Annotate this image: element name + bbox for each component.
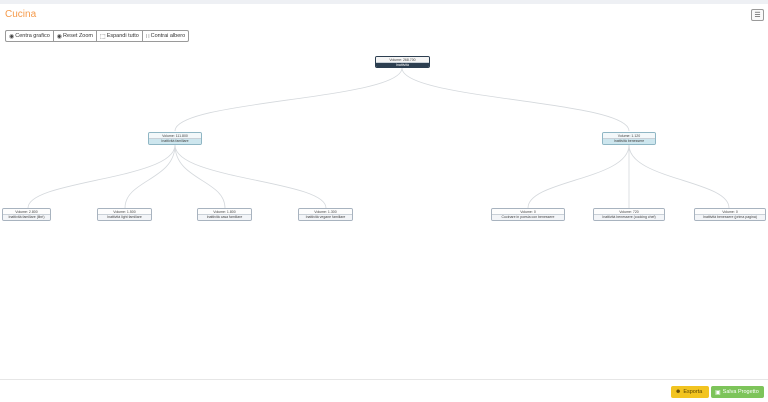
node-volume: Volume: 720: [594, 209, 664, 215]
node-name: Inattività familiare: [149, 139, 201, 144]
tree-node[interactable]: Volume: 1.120 Inattività benessere: [602, 132, 656, 145]
save-icon: ▣: [715, 389, 721, 396]
menu-button[interactable]: ☰: [751, 9, 764, 21]
node-name: Inattività benessere: [603, 139, 655, 144]
node-name: Inattività casa familiare: [198, 215, 251, 220]
hamburger-icon: ☰: [754, 11, 761, 19]
node-name: Inattività familiare (libri): [3, 215, 50, 220]
refresh-icon: ◉: [56, 33, 63, 40]
node-name: Inattività light familiare: [98, 215, 151, 220]
tree-node[interactable]: Volume: 2.800 Inattività familiare (libr…: [2, 208, 51, 221]
tree-node[interactable]: Volume: 0 Cucinare in poesia con benesse…: [491, 208, 565, 221]
node-volume: Volume: 0: [695, 209, 765, 215]
reset-zoom-button[interactable]: ◉ Reset Zoom: [54, 31, 98, 41]
user-icon: ☻: [675, 389, 682, 395]
tree-node[interactable]: Volume: 1.300 Inattività vegane familiar…: [298, 208, 353, 221]
collapse-tree-button[interactable]: ∷ Contrai albero: [145, 33, 186, 40]
collapse-icon: ∷: [145, 33, 150, 40]
node-volume: Volume: 1.500: [98, 209, 151, 215]
tree-node-root[interactable]: Volume: 268.700 Inattività: [375, 56, 430, 68]
node-volume: Volume: 268.700: [376, 57, 429, 63]
page-title: Cucina: [5, 9, 37, 20]
expand-icon: ⬚: [100, 33, 106, 40]
node-name: Inattività vegane familiare: [299, 215, 352, 220]
node-name: Inattività: [376, 63, 429, 67]
node-volume: Volume: 1.120: [603, 133, 655, 139]
node-name: Inattività benessere (cooking chef): [594, 215, 664, 220]
tree-node[interactable]: Volume: 1.800 Inattività casa familiare: [197, 208, 252, 221]
save-project-button[interactable]: ▣ Salva Progetto: [711, 386, 764, 398]
tree-node[interactable]: Volume: 720 Inattività benessere (cookin…: [593, 208, 665, 221]
node-volume: Volume: 111.800: [149, 133, 201, 139]
node-volume: Volume: 0: [492, 209, 564, 215]
chart-toolbar: ◉ Centra grafico ◉ Reset Zoom ⬚ Espandi …: [5, 30, 190, 42]
tree-node[interactable]: Volume: 111.800 Inattività familiare: [148, 132, 202, 145]
top-strip: [0, 0, 768, 4]
export-button[interactable]: ☻ Esporta: [671, 386, 709, 398]
node-name: Cucinare in poesia con benessere: [492, 215, 564, 220]
center-chart-button[interactable]: ◉ Centra grafico: [6, 31, 54, 41]
tree-node[interactable]: Volume: 0 Inattività benessere (prima pa…: [694, 208, 766, 221]
target-icon: ◉: [9, 33, 15, 40]
expand-all-button[interactable]: ⬚ Espandi tutto: [97, 31, 143, 41]
footer-divider: [0, 379, 768, 380]
node-name: Inattività benessere (prima pagina): [695, 215, 765, 220]
node-volume: Volume: 2.800: [3, 209, 50, 215]
tree-node[interactable]: Volume: 1.500 Inattività light familiare: [97, 208, 152, 221]
node-volume: Volume: 1.800: [198, 209, 251, 215]
node-volume: Volume: 1.300: [299, 209, 352, 215]
